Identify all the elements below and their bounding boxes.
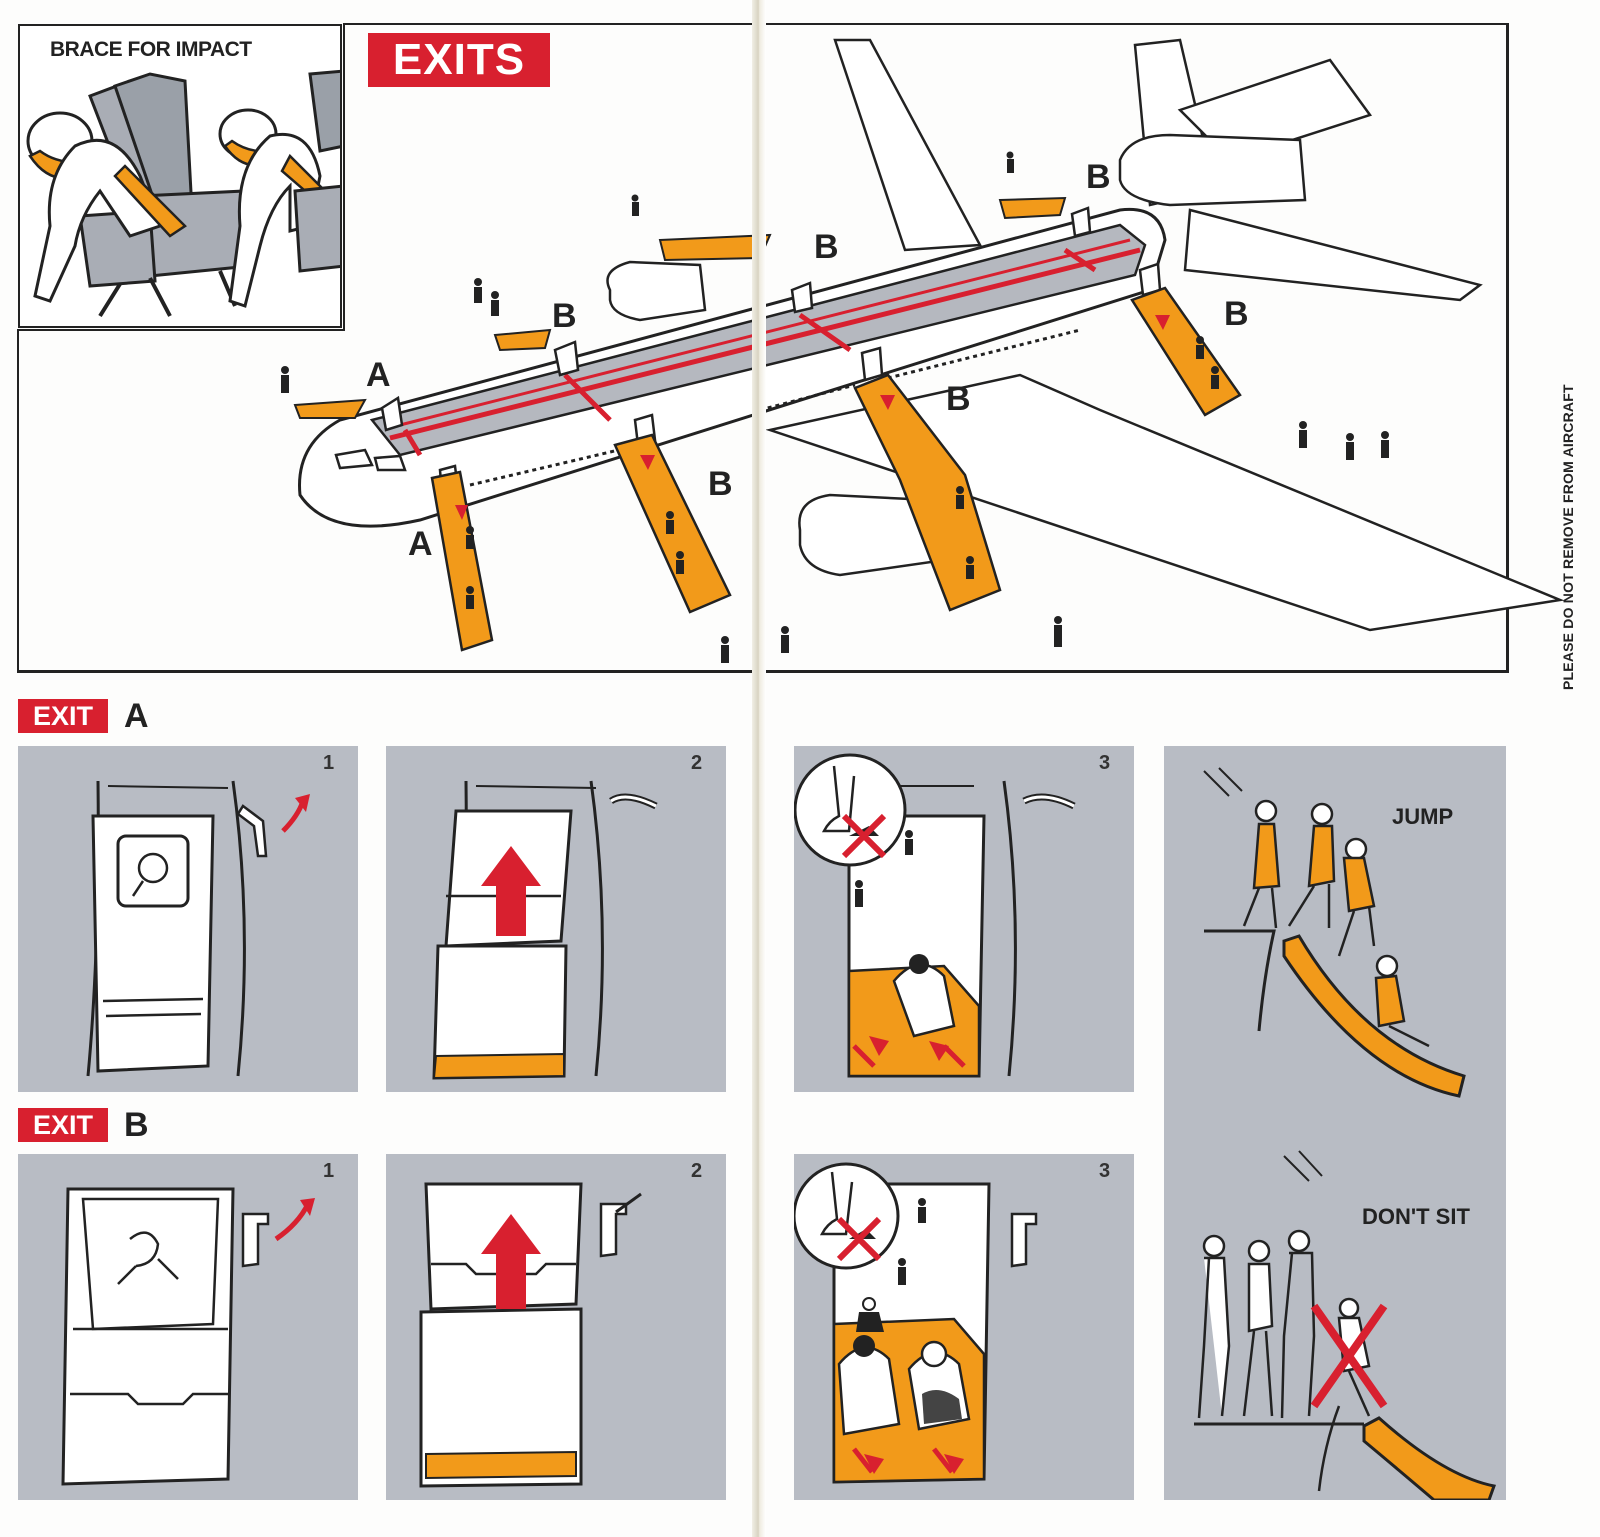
callout-exit-b-1: B bbox=[552, 297, 577, 335]
callout-exit-a-near: A bbox=[408, 525, 433, 563]
slide-jump-label: JUMP bbox=[1392, 804, 1454, 829]
exit-b-step-2-number: 2 bbox=[691, 1160, 703, 1182]
slide-usage-panel: JUMP DON'T SIT bbox=[1164, 746, 1506, 1500]
brace-illustration bbox=[26, 69, 340, 318]
exit-b-letter: B bbox=[124, 1106, 149, 1144]
exit-b-step-1-number: 1 bbox=[323, 1160, 335, 1182]
callout-exit-b-5: B bbox=[946, 380, 971, 418]
exit-b-step-3-number: 3 bbox=[1099, 1160, 1111, 1182]
callout-exit-b-4: B bbox=[1224, 295, 1249, 333]
callout-exit-a-far: A bbox=[366, 356, 391, 394]
exit-b-step-3-panel: 3 bbox=[794, 1154, 1134, 1500]
brace-title: BRACE FOR IMPACT bbox=[50, 38, 252, 61]
exit-b-step-2-panel: 2 bbox=[386, 1154, 726, 1500]
exit-a-step-3-panel: 3 bbox=[794, 746, 1134, 1092]
exit-a-step-3-number: 3 bbox=[1099, 752, 1111, 774]
exit-a-step-2-number: 2 bbox=[691, 752, 703, 774]
callout-exit-b-3: B bbox=[1086, 158, 1111, 196]
side-note: PLEASE DO NOT REMOVE FROM AIRCRAFT bbox=[1560, 384, 1576, 690]
exit-a-letter: A bbox=[124, 697, 149, 735]
exit-a-badge: EXIT bbox=[18, 699, 108, 733]
callout-exit-b-6: B bbox=[708, 465, 733, 503]
brace-panel: BRACE FOR IMPACT bbox=[18, 24, 342, 328]
exit-a-step-1-number: 1 bbox=[323, 752, 335, 774]
aircraft-illustration bbox=[281, 38, 1565, 663]
exit-b-badge: EXIT bbox=[18, 1108, 108, 1142]
exits-frame bbox=[17, 23, 1509, 673]
exit-b-step-1-panel: 1 bbox=[18, 1154, 358, 1500]
slide-dont-sit-label: DON'T SIT bbox=[1362, 1204, 1470, 1229]
center-fold bbox=[752, 0, 766, 1537]
exits-title: EXITS bbox=[368, 33, 550, 87]
exit-a-step-2-panel: 2 bbox=[386, 746, 726, 1092]
callout-exit-b-2: B bbox=[814, 228, 839, 266]
exit-a-step-1-panel: 1 bbox=[18, 746, 358, 1092]
